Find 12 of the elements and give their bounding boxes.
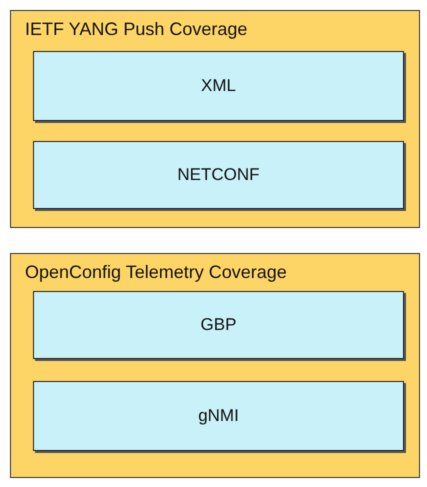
panel-heading: OpenConfig Telemetry Coverage [25, 262, 287, 283]
content-box [33, 141, 404, 209]
box-label: gNMI [198, 406, 239, 426]
panel-heading: IETF YANG Push Coverage [25, 19, 248, 40]
box-label: GBP [200, 315, 236, 335]
box-label: NETCONF [177, 165, 260, 185]
group-panel [10, 253, 420, 478]
content-box [33, 381, 404, 451]
content-box [33, 51, 404, 121]
group-panel [10, 10, 420, 228]
box-label: XML [201, 76, 236, 96]
content-box [33, 291, 404, 359]
